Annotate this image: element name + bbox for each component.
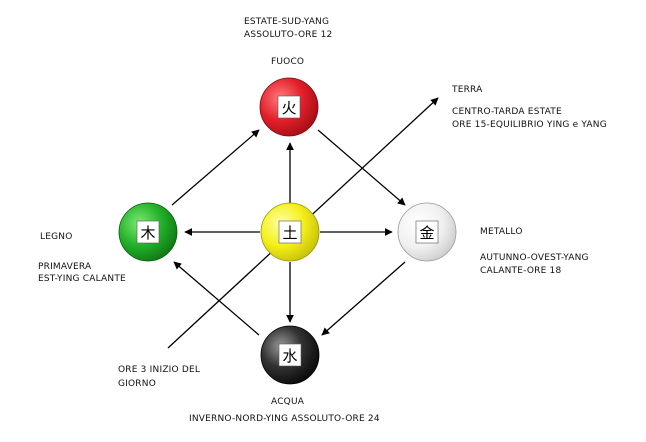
terra-label: TERRA (452, 85, 483, 95)
ore3-line2-label: GIORNO (118, 379, 156, 389)
metal-glyph: 金 (419, 224, 434, 242)
centro-line1-label: CENTRO-TARDA ESTATE (452, 107, 562, 117)
fire-glyph: 火 (281, 99, 296, 117)
estate-sub-label: ASSOLUTO-ORE 12 (244, 30, 333, 40)
earth-node: 土 (260, 202, 320, 262)
water-glyph: 水 (282, 347, 297, 365)
arrow-metal-to-water (321, 261, 406, 336)
primavera-line1-label: PRIMAVERA (38, 262, 92, 272)
water-node: 水 (260, 325, 320, 385)
metallo-label: METALLO (480, 227, 523, 237)
arrow-wood-to-fire (171, 129, 260, 206)
autunno-line1-label: AUTUNNO-OVEST-YANG (480, 253, 589, 263)
estate-title-label: ESTATE-SUD-YANG (244, 17, 330, 27)
ore3-line1-label: ORE 3 INIZIO DEL (118, 365, 201, 375)
inverno-label: INVERNO-NORD-YING ASSOLUTO-ORE 24 (189, 414, 380, 424)
fuoco-label: FUOCO (271, 57, 305, 67)
fire-node: 火 (259, 77, 319, 137)
legno-label: LEGNO (40, 232, 73, 242)
wood-glyph: 木 (140, 224, 155, 242)
autunno-line2-label: CALANTE-ORE 18 (480, 266, 562, 276)
wood-node: 木 (118, 202, 178, 262)
acqua-label: ACQUA (271, 397, 305, 407)
arrow-fire-to-metal (317, 129, 406, 206)
metal-node: 金 (397, 202, 457, 262)
centro-line2-label: ORE 15-EQUILIBRIO YING e YANG (452, 120, 607, 130)
earth-glyph: 土 (282, 224, 297, 242)
arrow-water-to-wood (173, 261, 260, 336)
primavera-line2-label: EST-YING CALANTE (38, 274, 126, 284)
